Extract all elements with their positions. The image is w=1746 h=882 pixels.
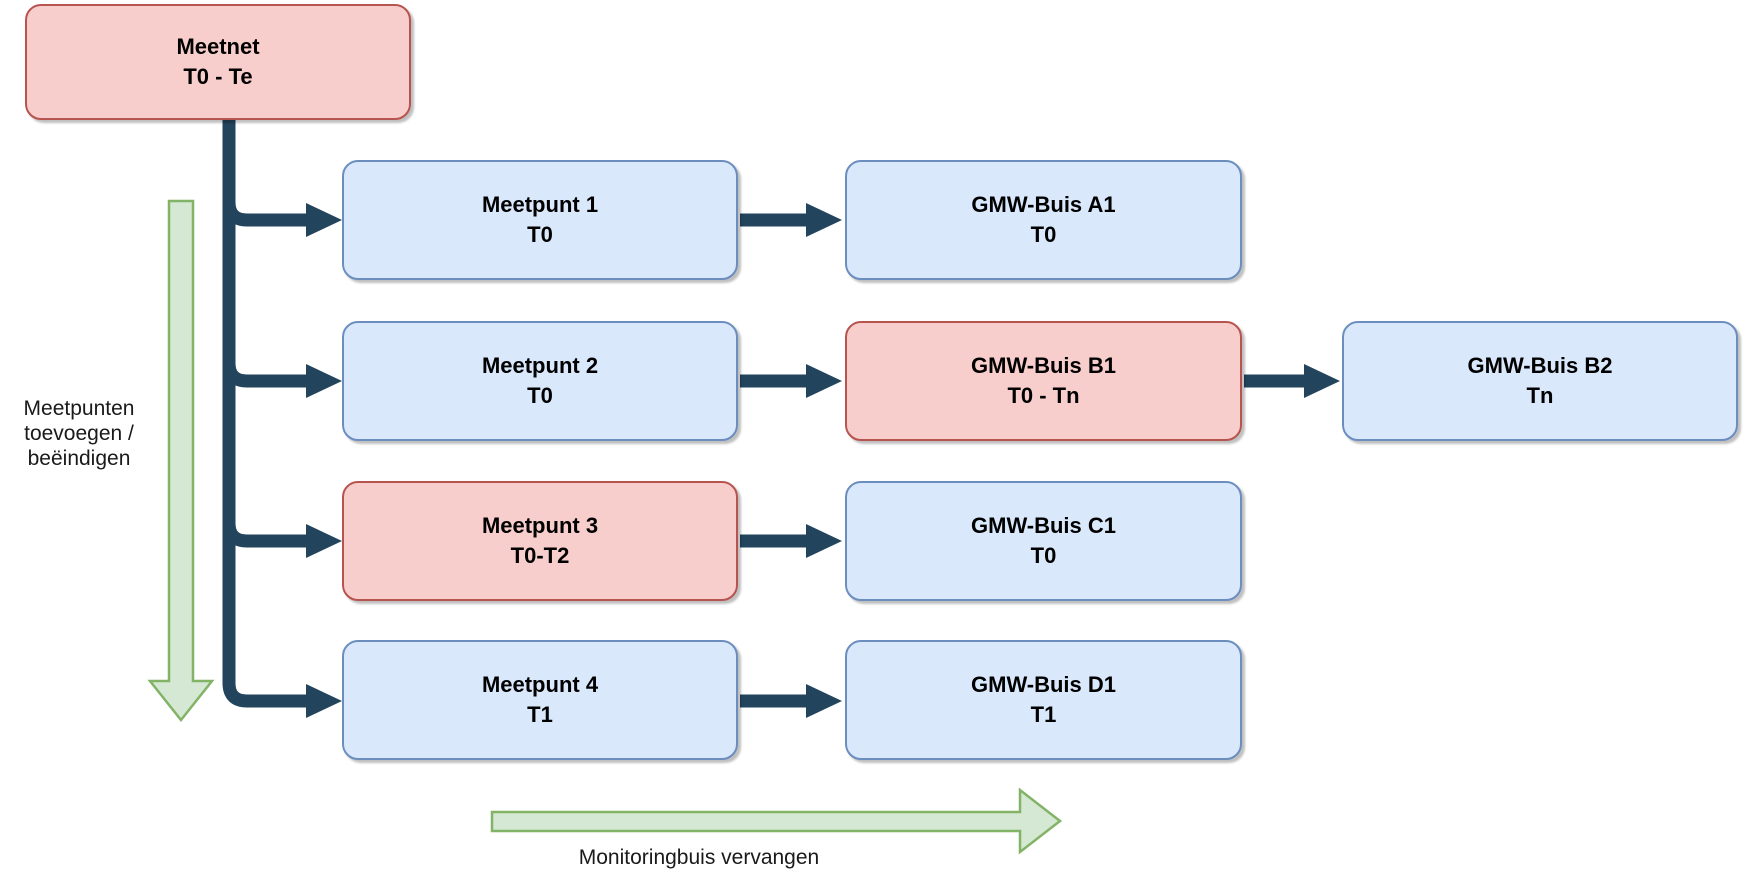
arrowhead-icon: [806, 684, 842, 718]
edge-meetnet-meetpunt3: [222, 120, 342, 558]
edge-meetpunt4-gmw-d1: [740, 684, 842, 718]
node-sublabel: T1: [527, 702, 553, 727]
node-sublabel: T0 - Te: [183, 64, 253, 89]
node-meetpunt-3: Meetpunt 3 T0-T2: [342, 481, 738, 601]
node-label: Meetpunt 3: [481, 513, 599, 538]
node-label: GMW-Buis D1: [971, 672, 1116, 697]
edge-meetnet-meetpunt2: [222, 120, 342, 398]
node-label: GMW-Buis B1: [971, 353, 1116, 378]
edge-meetpunt3-gmw-c1: [740, 524, 842, 558]
left-arrow-label-line: Meetpunten: [23, 397, 135, 420]
arrowhead-icon: [806, 524, 842, 558]
arrowhead-icon: [1304, 364, 1340, 398]
node-sublabel: T0-T2: [510, 543, 570, 568]
left-arrow-label: Meetpunten toevoegen / beëindigen: [2, 396, 156, 471]
down-direction-arrow-icon: [147, 199, 215, 723]
node-label: GMW-Buis C1: [971, 513, 1116, 538]
node-meetpunt-2: Meetpunt 2 T0: [342, 321, 738, 441]
node-sublabel: T0: [527, 383, 553, 408]
node-label: Meetpunt 2: [481, 353, 599, 378]
left-arrow-label-line: beëindigen: [27, 447, 131, 470]
bottom-arrow-label: Monitoringbuis vervangen: [578, 846, 820, 869]
node-label: Meetpunt 4: [481, 672, 599, 697]
node-label: Meetpunt 1: [481, 192, 599, 217]
arrowhead-icon: [306, 684, 342, 718]
node-meetpunt-1: Meetpunt 1 T0: [342, 160, 738, 280]
node-sublabel: T0: [527, 222, 553, 247]
node-gmw-buis-d1: GMW-Buis D1 T1: [845, 640, 1242, 760]
node-label: Meetnet: [176, 34, 260, 59]
arrowhead-icon: [806, 364, 842, 398]
node-gmw-buis-c1: GMW-Buis C1 T0: [845, 481, 1242, 601]
arrowhead-icon: [806, 203, 842, 237]
node-gmw-buis-b1: GMW-Buis B1 T0 - Tn: [845, 321, 1242, 441]
edge-meetnet-meetpunt4: [222, 120, 342, 718]
node-label: GMW-Buis B2: [1467, 353, 1613, 378]
edge-meetnet-meetpunt1: [222, 120, 342, 237]
node-sublabel: T0: [1030, 543, 1057, 568]
node-sublabel: Tn: [1526, 383, 1554, 408]
edge-gmw-b1-gmw-b2: [1244, 364, 1340, 398]
node-sublabel: T1: [1030, 702, 1057, 727]
arrowhead-icon: [306, 524, 342, 558]
arrowhead-icon: [306, 364, 342, 398]
node-gmw-buis-a1: GMW-Buis A1 T0: [845, 160, 1242, 280]
edge-meetpunt1-gmw-a1: [740, 203, 842, 237]
edge-meetpunt2-gmw-b1: [740, 364, 842, 398]
node-label: GMW-Buis A1: [971, 192, 1116, 217]
left-arrow-label-line: toevoegen /: [24, 422, 134, 445]
node-gmw-buis-b2: GMW-Buis B2 Tn: [1342, 321, 1738, 441]
right-direction-arrow-icon: [490, 787, 1063, 855]
node-sublabel: T0 - Tn: [1007, 383, 1080, 408]
node-sublabel: T0: [1030, 222, 1057, 247]
node-meetpunt-4: Meetpunt 4 T1: [342, 640, 738, 760]
node-meetnet: Meetnet T0 - Te: [25, 4, 411, 120]
arrowhead-icon: [306, 203, 342, 237]
